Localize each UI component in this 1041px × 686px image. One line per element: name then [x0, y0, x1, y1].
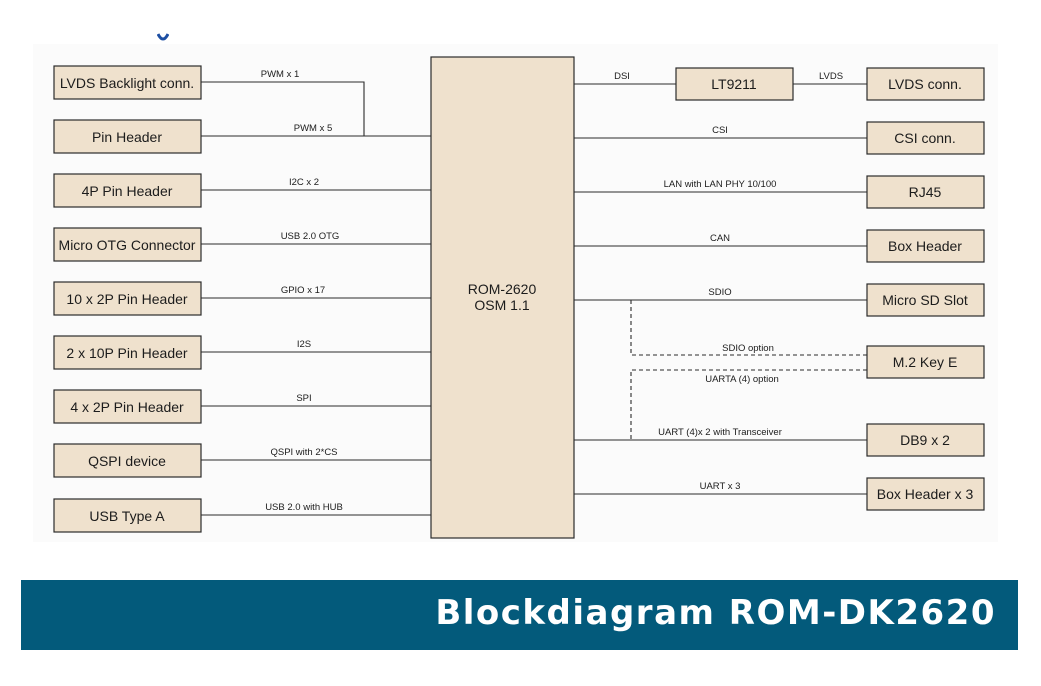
signal-dsi: DSI [614, 71, 630, 82]
signal-lvds: LVDS [819, 71, 843, 82]
block-diagram: ROM-2620 OSM 1.1 LVDS Backlight conn. PW… [33, 44, 998, 542]
cpu-label-line2: OSM 1.1 [474, 297, 529, 313]
signal-gpio: GPIO x 17 [281, 285, 325, 296]
signal-qspi: QSPI with 2*CS [270, 447, 337, 458]
left-box-qspi [53, 443, 202, 478]
left-box-label-usb-type-a: USB Type A [89, 508, 165, 524]
signal-csi: CSI [712, 125, 728, 136]
left-box-label-4x2p: 4 x 2P Pin Header [70, 399, 184, 415]
right-box-box-header-x3 [866, 477, 985, 511]
right-box-label-rj45: RJ45 [909, 184, 942, 200]
right-box-label-lt9211: LT9211 [711, 76, 757, 92]
left-box-label-10x2p: 10 x 2P Pin Header [66, 291, 187, 307]
right-box-label-box-header-x3: Box Header x 3 [877, 486, 974, 502]
right-box-label-box-header: Box Header [888, 238, 962, 254]
right-box-rj45 [866, 175, 985, 209]
signal-sdio-option: SDIO option [722, 343, 774, 354]
signal-can: CAN [710, 233, 730, 244]
right-box-label-csi-conn: CSI conn. [894, 130, 955, 146]
left-box-pin-header [53, 119, 202, 154]
right-box-label-m2-key-e: M.2 Key E [893, 354, 958, 370]
cpu-label-line1: ROM-2620 [468, 281, 537, 297]
left-box-10x2p [53, 281, 202, 316]
right-box-db9 [866, 423, 985, 457]
signal-i2s: I2S [297, 339, 311, 350]
right-box-m2-key-e [866, 345, 985, 379]
right-box-label-lvds-conn: LVDS conn. [888, 76, 962, 92]
right-box-label-db9: DB9 x 2 [900, 432, 950, 448]
signal-sdio: SDIO [708, 287, 731, 298]
logo-arc [156, 33, 170, 41]
signal-uart4: UART (4)x 2 with Transceiver [658, 427, 782, 438]
cpu-box [430, 56, 575, 539]
right-box-micro-sd [866, 283, 985, 317]
signal-lan: LAN with LAN PHY 10/100 [664, 179, 777, 190]
right-box-lvds-conn [866, 67, 985, 101]
right-box-csi-conn [866, 121, 985, 155]
signal-i2c: I2C x 2 [289, 177, 319, 188]
right-box-box-header [866, 229, 985, 263]
signal-uart3: UART x 3 [700, 481, 741, 492]
left-box-label-pin-header: Pin Header [92, 129, 162, 145]
wire-sdio-option [630, 300, 867, 356]
signal-pwm-x1: PWM x 1 [261, 69, 300, 80]
left-box-label-lvds-backlight: LVDS Backlight conn. [60, 75, 194, 91]
wire-uarta-option [630, 369, 867, 440]
logo-fragment [156, 31, 170, 43]
left-box-lvds-backlight [53, 65, 202, 100]
right-box-label-micro-sd: Micro SD Slot [882, 292, 968, 308]
footer-title: Blockdiagram ROM-DK2620 [435, 593, 996, 633]
left-box-label-2x10p: 2 x 10P Pin Header [66, 345, 187, 361]
left-box-label-qspi: QSPI device [88, 453, 166, 469]
signal-spi: SPI [296, 393, 311, 404]
signal-uarta-option: UARTA (4) option [705, 374, 779, 385]
wire-pwm-x1 [201, 81, 365, 136]
signal-pwm-x5: PWM x 5 [294, 123, 333, 134]
signal-usb-otg: USB 2.0 OTG [281, 231, 340, 242]
left-box-label-micro-otg: Micro OTG Connector [59, 237, 196, 253]
signal-usb-hub: USB 2.0 with HUB [265, 502, 343, 513]
diagram-canvas: ROM-2620 OSM 1.1 LVDS Backlight conn. PW… [53, 56, 985, 539]
footer-banner: Blockdiagram ROM-DK2620 [21, 580, 1018, 650]
right-box-lt9211 [675, 67, 794, 101]
left-box-label-4p-pin-header: 4P Pin Header [82, 183, 173, 199]
